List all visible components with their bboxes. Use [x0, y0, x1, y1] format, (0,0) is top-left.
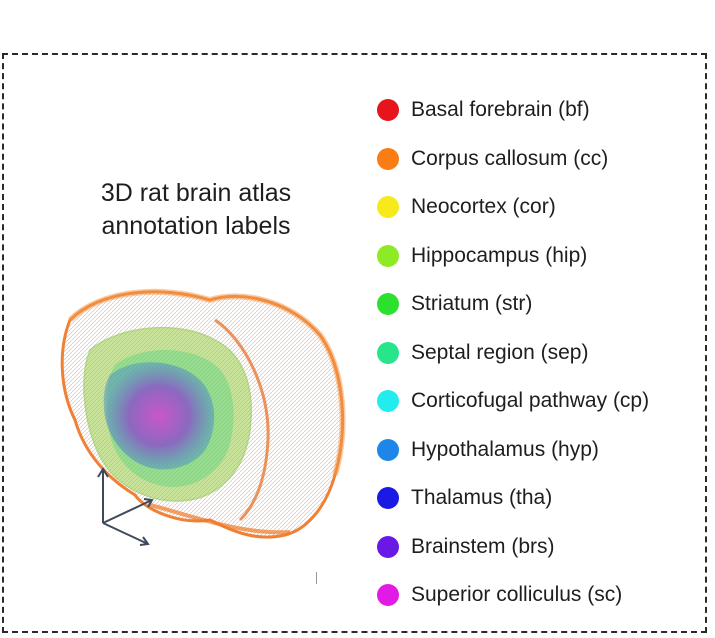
legend-label: Thalamus (tha) [411, 486, 553, 510]
legend-label: Neocortex (cor) [411, 195, 556, 219]
legend-item: Corpus callosum (cc) [377, 135, 649, 184]
title-line-2: annotation labels [101, 212, 291, 240]
legend-item: Hippocampus (hip) [377, 232, 649, 281]
legend-label: Striatum (str) [411, 292, 533, 316]
title-line-1: 3D rat brain atlas [100, 179, 292, 207]
legend-color-dot-icon [377, 535, 399, 558]
legend-color-dot-icon [377, 196, 399, 219]
legend-item: Striatum (str) [377, 280, 649, 329]
legend-color-dot-icon [377, 341, 399, 364]
legend-label: Brainstem (brs) [411, 534, 555, 558]
legend-label: Corticofugal pathway (cp) [411, 389, 650, 413]
orientation-axes-icon [97, 467, 154, 546]
legend-label: Hippocampus (hip) [411, 243, 588, 267]
legend-color-dot-icon [377, 293, 399, 316]
legend-item: Hypothalamus (hyp) [377, 426, 649, 475]
legend: Basal forebrain (bf) Corpus callosum (cc)… [377, 86, 649, 620]
brain-rendering [60, 288, 346, 546]
legend-label: Septal region (sep) [411, 340, 589, 364]
legend-color-dot-icon [377, 584, 399, 607]
figure-frame [2, 53, 707, 633]
legend-label: Hypothalamus (hyp) [411, 437, 599, 461]
figure-title: 3D rat brain atlas annotation labels [60, 177, 332, 243]
legend-item: Brainstem (brs) [377, 523, 649, 572]
legend-item: Septal region (sep) [377, 329, 649, 378]
legend-color-dot-icon [377, 487, 399, 510]
legend-color-dot-icon [377, 147, 399, 170]
legend-color-dot-icon [377, 438, 399, 461]
brain-core [103, 362, 215, 470]
legend-item: Basal forebrain (bf) [377, 86, 649, 135]
legend-label: Superior colliculus (sc) [411, 583, 623, 607]
legend-item: Corticofugal pathway (cp) [377, 377, 649, 426]
legend-item: Neocortex (cor) [377, 183, 649, 232]
scale-tick [316, 572, 317, 584]
legend-item: Thalamus (tha) [377, 474, 649, 523]
legend-color-dot-icon [377, 244, 399, 267]
legend-item: Superior colliculus (sc) [377, 571, 649, 620]
legend-color-dot-icon [377, 390, 399, 413]
legend-label: Basal forebrain (bf) [411, 98, 590, 122]
legend-color-dot-icon [377, 99, 399, 122]
legend-label: Corpus callosum (cc) [411, 146, 609, 170]
